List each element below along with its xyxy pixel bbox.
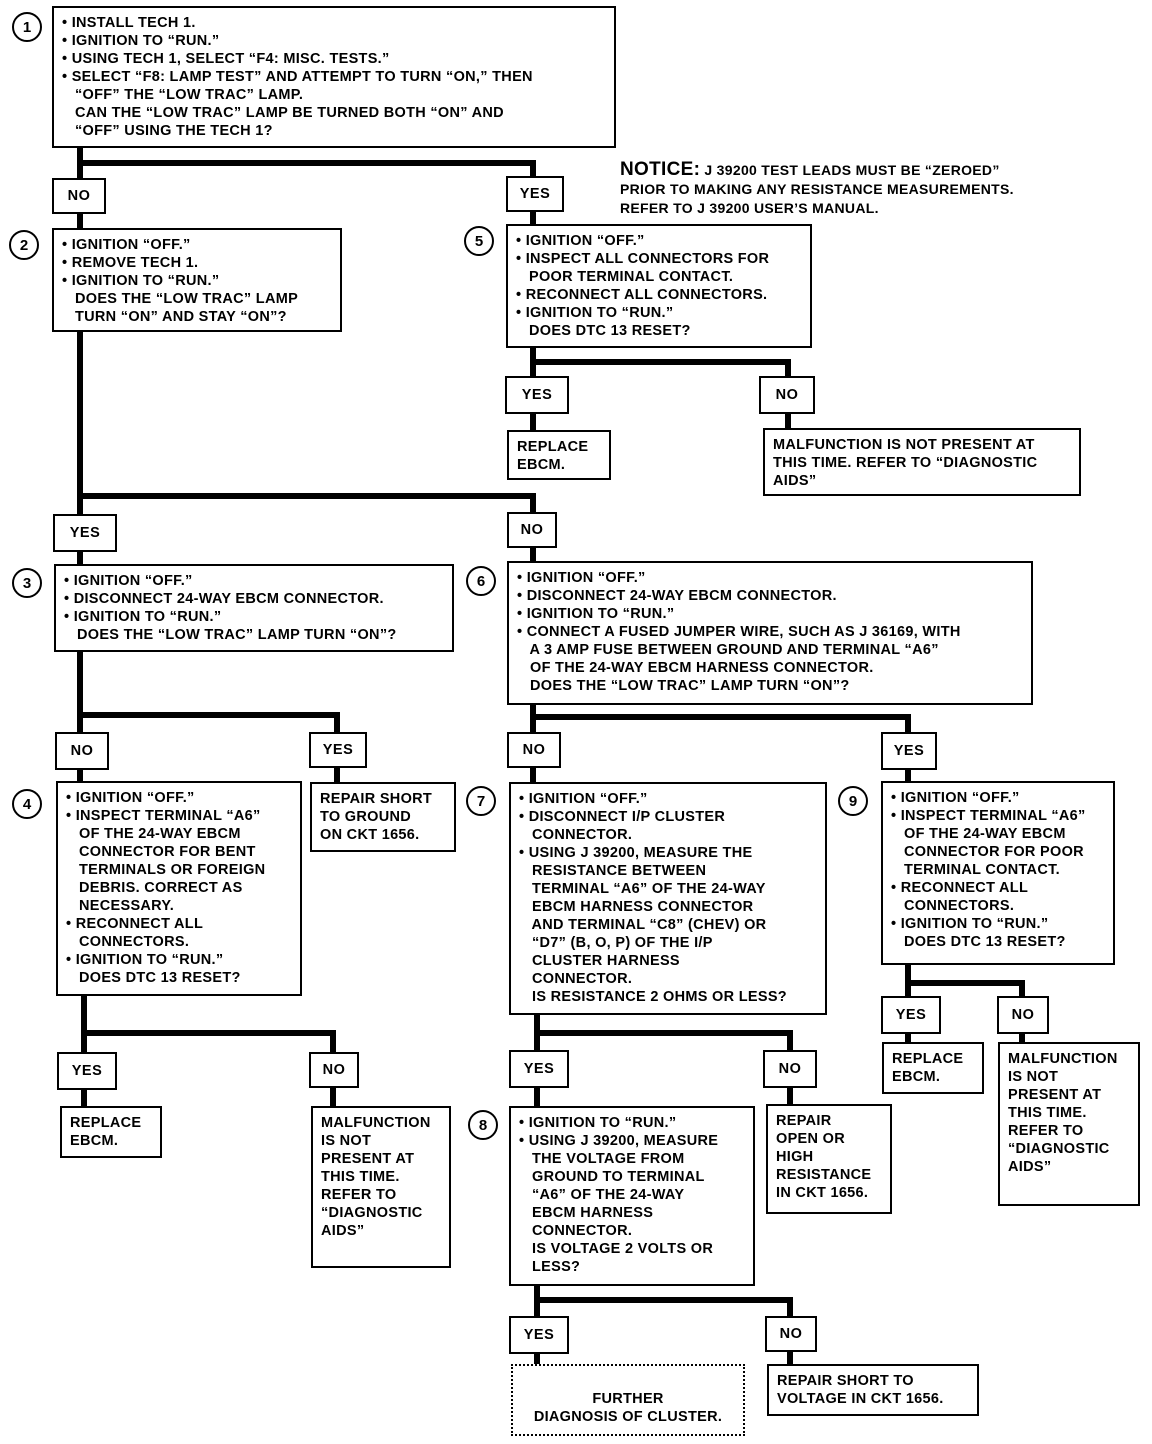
label-1-yes: YES: [506, 176, 564, 212]
step-7-box: • IGNITION “OFF.” • DISCONNECT I/P CLUST…: [509, 782, 827, 1015]
line-2: [77, 329, 536, 515]
label-6-yes: YES: [881, 732, 937, 770]
line-4: [81, 993, 336, 1055]
label-3-no: NO: [55, 732, 109, 770]
step-9-box: • IGNITION “OFF.” • INSPECT TERMINAL “A6…: [881, 781, 1115, 965]
label-2-yes: YES: [53, 514, 117, 552]
step-9-yes-result: REPLACE EBCM.: [882, 1042, 984, 1094]
step-number-6: 6: [466, 566, 496, 596]
step-8-no-result: REPAIR SHORT TO VOLTAGE IN CKT 1656.: [767, 1364, 979, 1416]
step-4-yes-result: REPLACE EBCM.: [60, 1106, 162, 1158]
line-8: [534, 1283, 793, 1321]
line-7: [534, 1012, 793, 1055]
step-4-box: • IGNITION “OFF.” • INSPECT TERMINAL “A6…: [56, 781, 302, 996]
line-9: [905, 962, 1025, 1000]
step-number-9: 9: [838, 786, 868, 816]
notice-heading: NOTICE:: [620, 159, 701, 180]
step-number-3: 3: [12, 568, 42, 598]
label-3-yes: YES: [309, 732, 367, 768]
label-1-no: NO: [52, 178, 106, 214]
step-3-yes-result: REPAIR SHORT TO GROUND ON CKT 1656.: [310, 782, 456, 852]
notice-text: NOTICE: J 39200 TEST LEADS MUST BE “ZERO…: [620, 160, 1014, 218]
label-7-no: NO: [763, 1050, 817, 1088]
step-number-7: 7: [466, 786, 496, 816]
label-4-yes: YES: [57, 1052, 117, 1090]
label-8-yes: YES: [509, 1316, 569, 1354]
label-8-no: NO: [765, 1316, 817, 1352]
step-7-no-result: REPAIR OPEN OR HIGH RESISTANCE IN CKT 16…: [766, 1104, 892, 1214]
label-5-yes: YES: [505, 376, 569, 414]
label-9-yes: YES: [881, 996, 941, 1034]
step-number-4: 4: [12, 789, 42, 819]
step-5-yes-result: REPLACE EBCM.: [507, 430, 611, 480]
line-3: [77, 649, 340, 736]
label-5-no: NO: [759, 376, 815, 414]
step-5-no-result: MALFUNCTION IS NOT PRESENT AT THIS TIME.…: [763, 428, 1081, 496]
label-7-yes: YES: [509, 1050, 569, 1088]
step-1-box: • INSTALL TECH 1. • IGNITION TO “RUN.” •…: [52, 6, 616, 148]
step-number-5: 5: [464, 226, 494, 256]
label-6-no: NO: [507, 732, 561, 768]
line-6: [530, 702, 911, 736]
step-5-box: • IGNITION “OFF.” • INSPECT ALL CONNECTO…: [506, 224, 812, 348]
line-1-no: [77, 145, 536, 181]
step-4-no-result: MALFUNCTION IS NOT PRESENT AT THIS TIME.…: [311, 1106, 451, 1268]
notice-body: J 39200 TEST LEADS MUST BE “ZEROED” PRIO…: [620, 162, 1014, 216]
step-3-box: • IGNITION “OFF.” • DISCONNECT 24-WAY EB…: [54, 564, 454, 652]
line-5: [530, 345, 791, 381]
label-2-no: NO: [507, 512, 557, 548]
step-8-box: • IGNITION TO “RUN.” • USING J 39200, ME…: [509, 1106, 755, 1286]
step-6-box: • IGNITION “OFF.” • DISCONNECT 24-WAY EB…: [507, 561, 1033, 705]
label-9-no: NO: [997, 996, 1049, 1034]
step-number-8: 8: [468, 1110, 498, 1140]
step-8-yes-result: FURTHER DIAGNOSIS OF CLUSTER.: [511, 1364, 745, 1436]
step-2-box: • IGNITION “OFF.” • REMOVE TECH 1. • IGN…: [52, 228, 342, 332]
step-number-2: 2: [9, 230, 39, 260]
step-9-no-result: MALFUNCTION IS NOT PRESENT AT THIS TIME.…: [998, 1042, 1140, 1206]
label-4-no: NO: [309, 1052, 359, 1088]
step-number-1: 1: [12, 12, 42, 42]
